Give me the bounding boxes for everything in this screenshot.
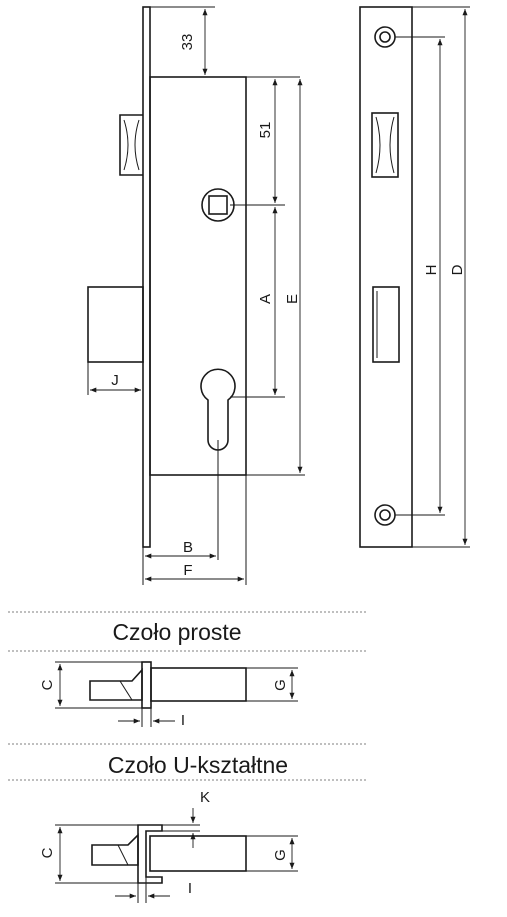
bolt-opening	[372, 286, 400, 363]
section-u-faceplate: Czoło U-kształtne C G K I	[8, 752, 367, 903]
screw-hole-bottom	[374, 504, 396, 526]
dim-A-label: A	[257, 294, 274, 304]
faceplate-front	[359, 6, 413, 548]
dim-51-label: 51	[257, 122, 274, 139]
dim-G-label-u: G	[272, 849, 289, 861]
latch-top-view-u	[91, 833, 139, 866]
section-straight-title: Czoło proste	[112, 619, 241, 645]
dim-B-label: B	[183, 539, 193, 556]
latch-top-view	[89, 667, 143, 701]
latch	[119, 114, 143, 176]
dim-K-label: K	[200, 789, 210, 806]
follower-square	[208, 195, 228, 215]
dim-F-label: F	[183, 562, 192, 579]
faceplate	[142, 6, 151, 548]
lock-body-top-view	[150, 667, 247, 702]
dim-33-label: 33	[179, 34, 196, 51]
dim-I-label: I	[181, 712, 185, 729]
dim-H-label: H	[423, 265, 440, 276]
deadbolt	[87, 286, 144, 363]
follower-hub	[201, 188, 235, 222]
dim-C-label: C	[39, 679, 56, 690]
dim-C-label-u: C	[39, 847, 56, 858]
faceplate-front-view: H D	[359, 6, 470, 548]
lock-side-view: 33 51 A E J B F	[87, 6, 305, 585]
latch-opening	[371, 112, 399, 178]
lock-body	[149, 76, 247, 476]
screw-hole-top	[374, 26, 396, 48]
section-u-title: Czoło U-kształtne	[108, 752, 288, 778]
dim-E-label: E	[284, 294, 301, 304]
dim-G-label: G	[272, 679, 289, 691]
flat-faceplate	[141, 661, 152, 709]
dim-J-label: J	[111, 372, 119, 389]
cylinder-keyhole	[200, 368, 236, 451]
dim-D-label: D	[449, 264, 466, 275]
section-straight-faceplate: Czoło proste C G I	[8, 611, 367, 745]
lock-body-top-view-u	[149, 835, 247, 872]
dim-I-label-u: I	[188, 880, 192, 897]
